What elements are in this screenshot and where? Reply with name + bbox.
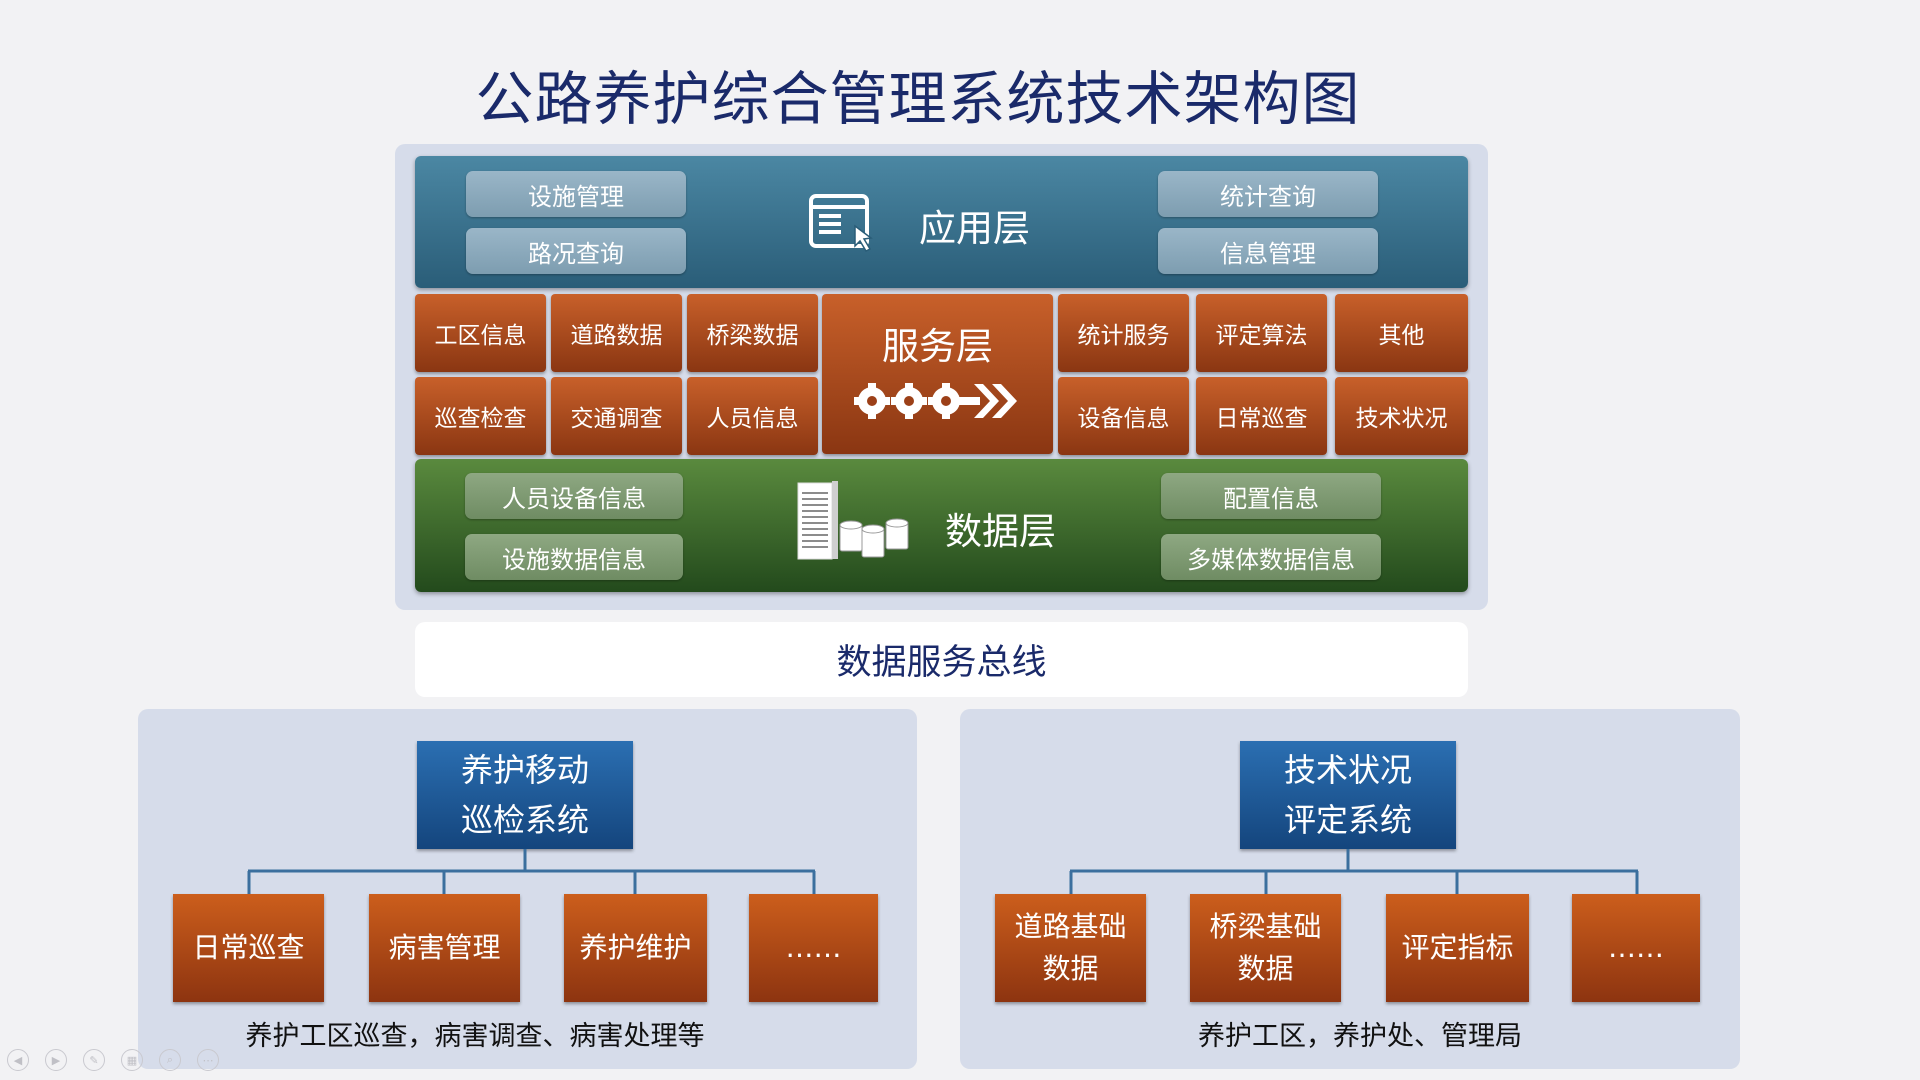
service-block: 道路数据: [551, 294, 682, 372]
zoom-icon[interactable]: ⌕: [159, 1049, 181, 1071]
data-item-personnel-equipment: 人员设备信息: [465, 473, 683, 519]
service-block: 评定算法: [1196, 294, 1327, 372]
subsystem-title-line: 养护移动: [460, 751, 589, 789]
service-block: 设备信息: [1058, 377, 1189, 455]
prev-slide-icon[interactable]: ◀: [7, 1049, 29, 1071]
data-item-configuration: 配置信息: [1161, 473, 1381, 519]
slides-grid-icon[interactable]: ▦: [121, 1049, 143, 1071]
data-layer-label: 数据层: [945, 510, 1056, 553]
app-item-facility-management: 设施管理: [466, 171, 686, 217]
module-box: 桥梁基础数据: [1190, 894, 1341, 1002]
subsystem-title-box: 养护移动 巡检系统: [417, 741, 633, 849]
app-item-information-management: 信息管理: [1158, 228, 1378, 274]
module-box: ……: [1572, 894, 1700, 1002]
module-box: 日常巡查: [173, 894, 324, 1002]
service-block: 桥梁数据: [687, 294, 818, 372]
subsystem-title-line: 巡检系统: [460, 801, 589, 839]
subsystem-title-line: 评定系统: [1283, 801, 1412, 839]
app-item-statistics-query: 统计查询: [1158, 171, 1378, 217]
data-layer: 人员设备信息 设施数据信息 数据层 配置信息 多媒体数据信息: [415, 459, 1468, 592]
service-block: 交通调查: [551, 377, 682, 455]
data-item-multimedia: 多媒体数据信息: [1161, 534, 1381, 580]
pen-icon[interactable]: ✎: [83, 1049, 105, 1071]
left-subsystem-note: 养护工区巡查，病害调查、病害处理等: [245, 1021, 705, 1052]
left-tree-connector: [247, 849, 816, 894]
service-block: 工区信息: [415, 294, 546, 372]
more-options-icon[interactable]: ⋯: [197, 1049, 219, 1071]
module-box: 病害管理: [369, 894, 520, 1002]
module-box: 养护维护: [564, 894, 707, 1002]
server-database-icon: [797, 481, 909, 560]
right-tree-connector: [1069, 849, 1639, 894]
right-subsystem-note: 养护工区，养护处、管理局: [1198, 1021, 1522, 1052]
module-box: 道路基础数据: [995, 894, 1146, 1002]
data-item-facility-data: 设施数据信息: [465, 534, 683, 580]
service-block: 其他: [1335, 294, 1468, 372]
subsystem-title-line: 技术状况: [1283, 751, 1412, 789]
next-slide-icon[interactable]: ▶: [45, 1049, 67, 1071]
data-service-bus: 数据服务总线: [415, 622, 1468, 697]
gears-arrow-icon: [854, 383, 1017, 419]
service-block: 人员信息: [687, 377, 818, 455]
service-block: 巡查检查: [415, 377, 546, 455]
module-box: ……: [749, 894, 878, 1002]
application-window-icon: [809, 194, 873, 252]
application-layer-label: 应用层: [919, 207, 1030, 250]
page-title: 公路养护综合管理系统技术架构图: [475, 65, 1361, 133]
service-block: 统计服务: [1058, 294, 1189, 372]
module-box: 评定指标: [1386, 894, 1529, 1002]
application-layer: 设施管理 路况查询 应用层 统计查询 信息管理: [415, 156, 1468, 288]
app-item-road-query: 路况查询: [466, 228, 686, 274]
service-block: 技术状况: [1335, 377, 1468, 455]
service-layer-label: 服务层: [882, 325, 993, 368]
service-block: 日常巡查: [1196, 377, 1327, 455]
service-layer-core: 服务层: [822, 294, 1053, 454]
subsystem-title-box: 技术状况 评定系统: [1240, 741, 1456, 849]
